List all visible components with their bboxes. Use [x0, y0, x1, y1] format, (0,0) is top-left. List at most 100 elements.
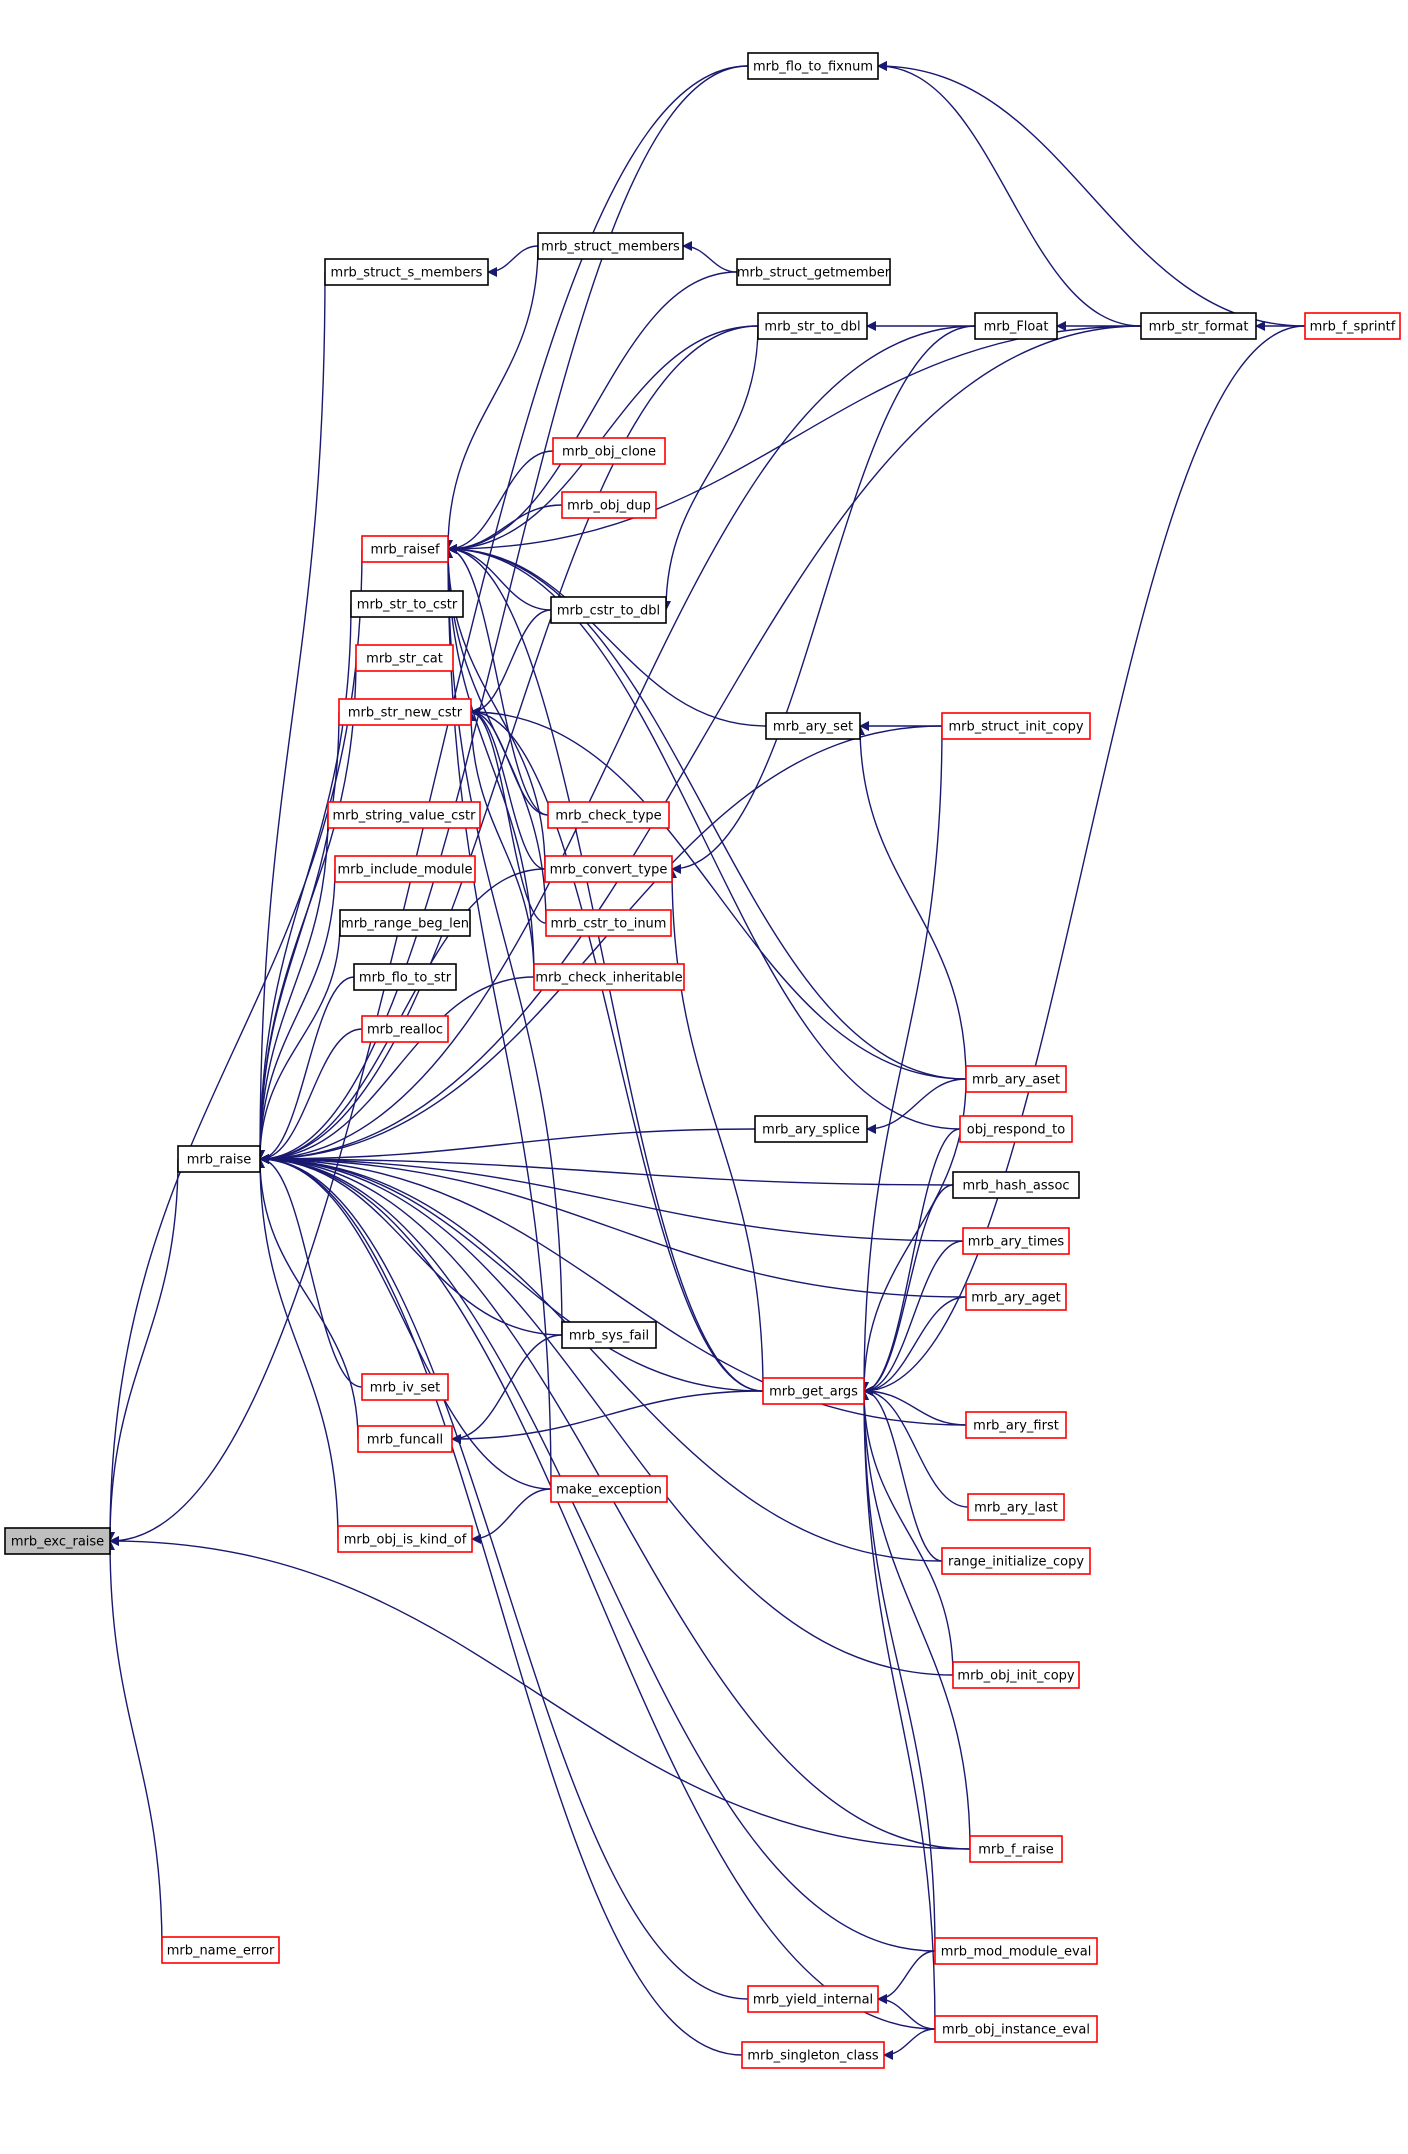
- edge-mrb_raise-mrb_singleton_class: [259, 1154, 743, 2056]
- node-mrb-check-type[interactable]: mrb_check_type: [547, 801, 670, 829]
- node-box: [177, 1145, 261, 1173]
- node-mrb-name-error[interactable]: mrb_name_error: [161, 1936, 280, 1964]
- node-label: mrb_raise: [187, 1153, 251, 1168]
- edge-mrb_str_new_cstr-mrb_ary_aset: [470, 707, 967, 1080]
- node-mrb-struct-s-members[interactable]: mrb_struct_s_members: [324, 258, 489, 286]
- node-box: [337, 1525, 473, 1553]
- node-mrb-obj-is-kind-of[interactable]: mrb_obj_is_kind_of: [337, 1525, 473, 1553]
- node-mrb-obj-instance-eval[interactable]: mrb_obj_instance_eval: [934, 2015, 1098, 2043]
- edge-mrb_raisef-mrb_struct_getmember: [447, 271, 738, 554]
- node-mrb-flo-to-fixnum[interactable]: mrb_flo_to_fixnum: [747, 52, 879, 80]
- edge-mrb_raise-mrb_str_format: [259, 325, 1142, 1164]
- node-mrb-check-inheritable[interactable]: mrb_check_inheritable: [533, 963, 685, 991]
- edge-mrb_raisef-mrb_obj_clone: [447, 450, 554, 554]
- node-mrb-ary-splice[interactable]: mrb_ary_splice: [754, 1115, 868, 1143]
- node-mrb-realloc[interactable]: mrb_realloc: [361, 1015, 449, 1043]
- node-box: [959, 1115, 1073, 1143]
- node-mrb-raisef[interactable]: mrb_raisef: [361, 535, 449, 563]
- edge-mrb_convert_type-mrb_Float: [671, 325, 976, 874]
- edge-mrb_get_args-mrb_ary_aget: [863, 1296, 967, 1396]
- node-mrb-funcall[interactable]: mrb_funcall: [357, 1425, 453, 1453]
- node-mrb-ary-first[interactable]: mrb_ary_first: [965, 1411, 1067, 1439]
- node-box: [552, 437, 666, 465]
- edge-mrb_cstr_to_dbl-mrb_str_to_dbl: [661, 325, 759, 611]
- node-mrb-str-cat[interactable]: mrb_str_cat: [355, 644, 454, 672]
- node-mrb-convert-type[interactable]: mrb_convert_type: [544, 855, 673, 883]
- edge-mrb_raisef-mrb_obj_dup: [447, 504, 563, 554]
- node-mrb-mod-module-eval[interactable]: mrb_mod_module_eval: [934, 1937, 1098, 1965]
- edge-mrb_raise-mrb_sys_fail: [259, 1154, 563, 1336]
- node-mrb-range-beg-len[interactable]: mrb_range_beg_len: [339, 909, 471, 937]
- node-box: [1304, 312, 1401, 340]
- node-label: make_exception: [556, 1483, 662, 1498]
- edge-mrb_get_args-mrb_f_raise: [859, 1390, 971, 1850]
- node-range-initialize-copy[interactable]: range_initialize_copy: [941, 1547, 1091, 1575]
- node-mrb-iv-set[interactable]: mrb_iv_set: [361, 1373, 449, 1401]
- node-mrb-ary-aset[interactable]: mrb_ary_aset: [965, 1065, 1067, 1093]
- edge-mrb_raise-mrb_get_args: [259, 1154, 764, 1392]
- node-mrb-struct-getmember[interactable]: mrb_struct_getmember: [736, 258, 891, 286]
- edge-mrb_ary_splice-mrb_ary_aset: [866, 1078, 967, 1134]
- node-mrb-flo-to-str[interactable]: mrb_flo_to_str: [353, 963, 457, 991]
- node-label: mrb_f_raise: [978, 1843, 1054, 1858]
- edge-mrb_get_args-range_initialize_copy: [863, 1386, 943, 1562]
- node-mrb-string-value-cstr[interactable]: mrb_string_value_cstr: [327, 801, 481, 829]
- edge-mrb_singleton_class-mrb_obj_instance_eval: [883, 2028, 936, 2060]
- node-label: mrb_iv_set: [370, 1381, 440, 1396]
- node-mrb-sys-fail[interactable]: mrb_sys_fail: [561, 1321, 657, 1349]
- node-box: [339, 909, 471, 937]
- node-label: mrb_str_cat: [366, 652, 443, 667]
- node-mrb-cstr-to-dbl[interactable]: mrb_cstr_to_dbl: [550, 596, 667, 624]
- node-mrb-ary-times[interactable]: mrb_ary_times: [962, 1227, 1070, 1255]
- node-mrb-ary-aget[interactable]: mrb_ary_aget: [965, 1283, 1067, 1311]
- node-label: mrb_range_beg_len: [341, 917, 469, 932]
- node-mrb-struct-init-copy[interactable]: mrb_struct_init_copy: [941, 712, 1091, 740]
- edge-mrb_raise-mrb_ary_times: [259, 1154, 964, 1242]
- node-mrb-Float[interactable]: mrb_Float: [974, 312, 1058, 340]
- node-mrb-obj-init-copy[interactable]: mrb_obj_init_copy: [952, 1661, 1080, 1689]
- node-mrb-f-raise[interactable]: mrb_f_raise: [969, 1835, 1063, 1863]
- edge-mrb_name_error-mrb_exc_raise: [105, 1540, 163, 1951]
- edge-mrb_f_raise-mrb_exc_raise: [109, 1536, 971, 1850]
- node-obj-respond-to[interactable]: obj_respond_to: [959, 1115, 1073, 1143]
- node-mrb-str-to-dbl[interactable]: mrb_str_to_dbl: [757, 312, 868, 340]
- node-label: mrb_str_format: [1149, 320, 1249, 335]
- edge-mrb_raise-mrb_mod_module_eval: [259, 1154, 936, 1952]
- node-mrb-ary-last[interactable]: mrb_ary_last: [967, 1493, 1065, 1521]
- node-label: mrb_check_inheritable: [535, 971, 682, 986]
- node-mrb-str-new-cstr[interactable]: mrb_str_new_cstr: [338, 698, 472, 726]
- node-box: [941, 1547, 1091, 1575]
- node-mrb-get-args[interactable]: mrb_get_args: [762, 1377, 865, 1405]
- edge-mrb_raisef-mrb_sys_fail: [443, 548, 563, 1336]
- edge-mrb_raise-mrb_str_to_dbl: [259, 325, 759, 1164]
- node-box: [533, 963, 685, 991]
- node-mrb-cstr-to-inum[interactable]: mrb_cstr_to_inum: [545, 909, 672, 937]
- edge-mrb_raise-mrb_convert_type: [259, 868, 546, 1164]
- node-mrb-obj-dup[interactable]: mrb_obj_dup: [561, 491, 657, 519]
- node-box: [537, 232, 684, 260]
- node-box: [547, 801, 670, 829]
- node-mrb-raise[interactable]: mrb_raise: [177, 1145, 261, 1173]
- node-mrb-ary-set[interactable]: mrb_ary_set: [765, 712, 861, 740]
- node-mrb-exc-raise[interactable]: mrb_exc_raise: [4, 1527, 111, 1555]
- edge-mrb_raisef-mrb_exc_raise: [105, 548, 363, 1542]
- node-mrb-f-sprintf[interactable]: mrb_f_sprintf: [1304, 312, 1401, 340]
- edge-mrb_get_args-obj_respond_to: [863, 1128, 961, 1396]
- edge-mrb_get_args-mrb_obj_init_copy: [859, 1390, 954, 1676]
- node-box: [754, 1115, 868, 1143]
- edge-mrb_ary_set-mrb_ary_aset: [855, 725, 967, 1080]
- edge-mrb_str_new_cstr-mrb_check_inheritable: [466, 711, 535, 978]
- node-box: [765, 712, 861, 740]
- node-label: mrb_struct_init_copy: [948, 720, 1083, 735]
- node-mrb-str-format[interactable]: mrb_str_format: [1140, 312, 1257, 340]
- node-mrb-obj-clone[interactable]: mrb_obj_clone: [552, 437, 666, 465]
- node-label: mrb_raisef: [370, 543, 439, 558]
- node-make-exception[interactable]: make_exception: [550, 1475, 668, 1503]
- node-mrb-str-to-cstr[interactable]: mrb_str_to_cstr: [350, 590, 464, 618]
- node-mrb-struct-members[interactable]: mrb_struct_members: [537, 232, 684, 260]
- node-mrb-hash-assoc[interactable]: mrb_hash_assoc: [952, 1171, 1080, 1199]
- edge-mrb_str_new_cstr-mrb_cstr_to_dbl: [470, 609, 552, 717]
- node-mrb-yield-internal[interactable]: mrb_yield_internal: [747, 1985, 879, 2013]
- node-mrb-singleton-class[interactable]: mrb_singleton_class: [741, 2041, 885, 2069]
- node-mrb-include-module[interactable]: mrb_include_module: [334, 855, 476, 883]
